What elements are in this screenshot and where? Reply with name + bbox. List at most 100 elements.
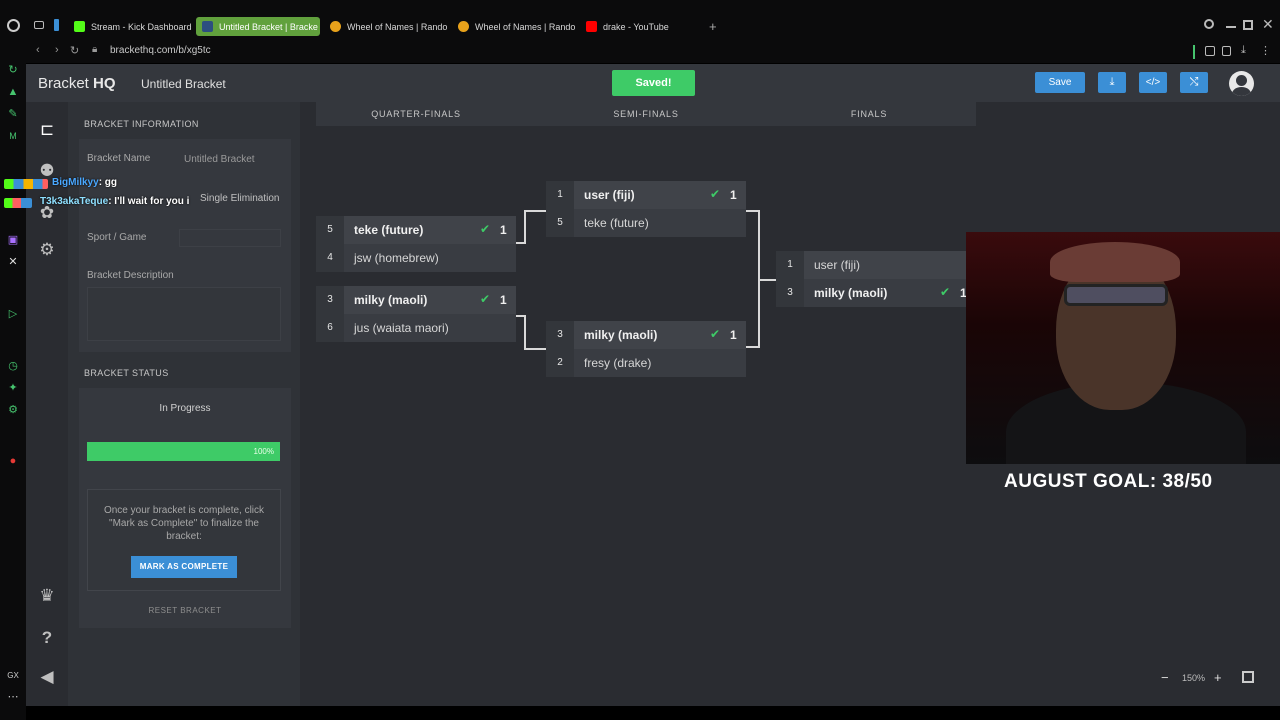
crown-icon[interactable]: ♛ [39, 586, 55, 605]
vpn-icon[interactable] [1222, 46, 1231, 56]
lock-icon: 🔒︎ [92, 44, 98, 55]
tab-label: drake - YouTube [603, 21, 669, 32]
download-button[interactable]: ⤓ [1098, 72, 1126, 93]
pinned-tab-icon[interactable] [54, 19, 59, 31]
bracket-name-input[interactable]: Untitled Bracket [184, 154, 255, 165]
user-avatar[interactable] [1229, 71, 1254, 96]
saved-indicator: Saved! [612, 70, 695, 96]
tab-manager-icon[interactable] [34, 21, 44, 29]
help-icon[interactable]: ? [41, 628, 53, 647]
sidebar-play-icon[interactable]: ▷ [8, 308, 18, 320]
match-final[interactable]: 1 user (fiji) 3 milky (maoli) ✔ 1 [776, 251, 976, 307]
maximize-icon[interactable] [1243, 20, 1253, 30]
sidebar-m-icon[interactable]: M [9, 131, 17, 141]
zoom-controls: − 150% + [1152, 667, 1262, 689]
zoom-out-button[interactable]: − [1161, 670, 1169, 685]
bracket-name-label: Bracket Name [87, 153, 151, 164]
seed: 3 [546, 321, 574, 349]
score: 1 [960, 286, 967, 300]
match-slot[interactable]: 3 milky (maoli) ✔ 1 [316, 286, 516, 314]
zoom-in-button[interactable]: + [1214, 670, 1222, 685]
sidebar-aria-icon[interactable]: ▲ [7, 86, 19, 98]
tab-kick-dashboard[interactable]: Stream - Kick Dashboard [68, 17, 192, 36]
chat-text: : gg [98, 177, 118, 188]
sidebar-settings-icon[interactable]: ⚙ [8, 404, 18, 416]
participant-name: teke (future) [354, 223, 424, 237]
reload-icon[interactable]: ↻ [70, 45, 80, 57]
bracket-tool-icon[interactable]: ⊏ [39, 120, 55, 139]
bracket-description-input[interactable] [87, 287, 281, 341]
sidebar-twitch-icon[interactable]: ▣ [7, 234, 19, 246]
settings-icon[interactable]: ⚙ [39, 240, 55, 259]
match-slot[interactable]: 1 user (fiji) ✔ 1 [546, 181, 746, 209]
reset-bracket-link[interactable]: RESET BRACKET [148, 606, 222, 615]
tab-wheel-of-names-1[interactable]: Wheel of Names | Rando [324, 17, 448, 36]
sidebar-edit-icon[interactable]: ✎ [8, 108, 18, 120]
tab-label: Wheel of Names | Rando [475, 21, 576, 32]
score: 1 [730, 188, 737, 202]
bracket-title[interactable]: Untitled Bracket [141, 77, 226, 91]
forward-icon[interactable]: › [55, 44, 59, 56]
rounds-header [316, 102, 976, 126]
sidebar-clock-icon[interactable]: ◷ [8, 360, 18, 372]
round-label-finals: FINALS [850, 109, 888, 119]
match-slot[interactable]: 3 milky (maoli) ✔ 1 [546, 321, 746, 349]
sidebar-gx-icon[interactable]: GX [7, 671, 19, 680]
connector-sf1-entry [526, 210, 546, 212]
match-slot[interactable]: 1 user (fiji) [776, 251, 976, 279]
chat-message: T3k3akaTeque: I'll wait for you i [4, 196, 189, 208]
theme-icon[interactable]: ✿ [39, 203, 55, 222]
match-slot[interactable]: 3 milky (maoli) ✔ 1 [776, 279, 976, 307]
match-slot[interactable]: 4 jsw (homebrew) [316, 244, 516, 272]
bracket-information-heading: BRACKET INFORMATION [84, 119, 199, 129]
match-sf2[interactable]: 3 milky (maoli) ✔ 1 2 fresy (drake) [546, 321, 746, 377]
app-logo[interactable]: Bracket HQ [38, 75, 116, 92]
participant-name: teke (future) [584, 216, 649, 230]
close-icon[interactable]: ✕ [1262, 16, 1274, 32]
minimize-icon[interactable] [1226, 26, 1236, 28]
collapse-icon[interactable]: ◀ [40, 667, 54, 686]
sport-game-input[interactable] [179, 229, 281, 247]
participant-name: milky (maoli) [354, 293, 428, 307]
sidebar-record-icon[interactable]: ● [9, 455, 17, 467]
download-icon[interactable]: ⤓ [1241, 44, 1246, 56]
progress-label: 100% [253, 447, 274, 456]
extensions-icon[interactable] [1205, 46, 1215, 56]
opera-logo-icon[interactable] [7, 19, 20, 32]
tab-wheel-of-names-2[interactable]: Wheel of Names | Rando [452, 17, 576, 36]
sidebar-refresh-icon[interactable]: ↻ [8, 64, 18, 76]
bracket-type-select[interactable]: Single Elimination [200, 193, 280, 204]
tab-bracket[interactable]: Untitled Bracket | Bracke [196, 17, 320, 36]
chat-message: BigMilkyy: gg [4, 177, 118, 189]
badge-icon [4, 198, 32, 208]
match-sf1[interactable]: 1 user (fiji) ✔ 1 5 teke (future) [546, 181, 746, 237]
winner-check-icon: ✔ [940, 285, 951, 299]
participant-name: jus (waiata maori) [354, 321, 449, 335]
match-qf1[interactable]: 5 teke (future) ✔ 1 4 jsw (homebrew) [316, 216, 516, 272]
url-field[interactable]: brackethq.com/b/xg5tc [110, 45, 211, 56]
sidebar-puzzle-icon[interactable]: ✦ [8, 382, 18, 394]
share-button[interactable]: ⤭ [1180, 72, 1208, 93]
kick-icon [74, 21, 85, 32]
save-button[interactable]: Save [1035, 72, 1085, 93]
participants-icon[interactable]: ⚉ [39, 161, 55, 180]
menu-icon[interactable]: ⋮ [1260, 45, 1271, 57]
seed: 2 [546, 349, 574, 377]
chat-username: T3k3akaTeque [40, 196, 109, 207]
match-slot[interactable]: 2 fresy (drake) [546, 349, 746, 377]
new-tab-icon[interactable]: + [709, 19, 717, 34]
search-icon[interactable] [1204, 19, 1214, 29]
youtube-icon [586, 21, 597, 32]
fullscreen-icon[interactable] [1242, 671, 1254, 683]
participant-name: jsw (homebrew) [354, 251, 439, 265]
embed-code-button[interactable]: </> [1139, 72, 1167, 93]
mark-complete-button[interactable]: MARK AS COMPLETE [131, 556, 237, 578]
sidebar-more-icon[interactable]: ⋯ [7, 691, 19, 703]
tab-youtube[interactable]: drake - YouTube [580, 17, 704, 36]
match-slot[interactable]: 6 jus (waiata maori) [316, 314, 516, 342]
match-slot[interactable]: 5 teke (future) [546, 209, 746, 237]
back-icon[interactable]: ‹ [36, 44, 40, 56]
sidebar-x-icon[interactable]: ✕ [8, 256, 18, 268]
match-slot[interactable]: 5 teke (future) ✔ 1 [316, 216, 516, 244]
match-qf2[interactable]: 3 milky (maoli) ✔ 1 6 jus (waiata maori) [316, 286, 516, 342]
